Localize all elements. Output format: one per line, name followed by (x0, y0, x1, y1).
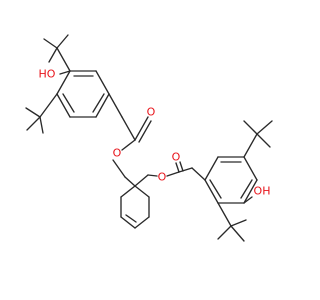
left-hydroxyl-label: HO (39, 68, 56, 81)
right-lower-tert-butyl (217, 202, 247, 242)
right-hydroxyl: OH (243, 185, 271, 204)
right-hydroxyl-label: OH (254, 185, 271, 198)
right-carbonyl-oxygen-label: O (172, 151, 181, 164)
left-hydroxyl: HO (39, 68, 71, 81)
right-phenol-ring (204, 156, 258, 204)
left-ester-oxygen-label: O (113, 147, 122, 160)
left-upper-tert-butyl (43, 34, 71, 72)
left-oxymethylene (112, 159, 136, 187)
right-oxymethylene (134, 174, 158, 187)
right-propanoate-chain (166, 161, 206, 181)
left-phenol-ring (56, 70, 110, 118)
left-propanoate-chain (108, 93, 152, 151)
right-ester-oxygen-label: O (158, 171, 167, 184)
right-upper-tert-butyl (243, 120, 273, 158)
cyclohexene-ring (120, 185, 150, 229)
left-lower-tert-butyl (25, 93, 58, 134)
left-carbonyl-oxygen-label: O (147, 106, 156, 119)
chemical-structure-diagram: HO O O O (25, 34, 273, 242)
